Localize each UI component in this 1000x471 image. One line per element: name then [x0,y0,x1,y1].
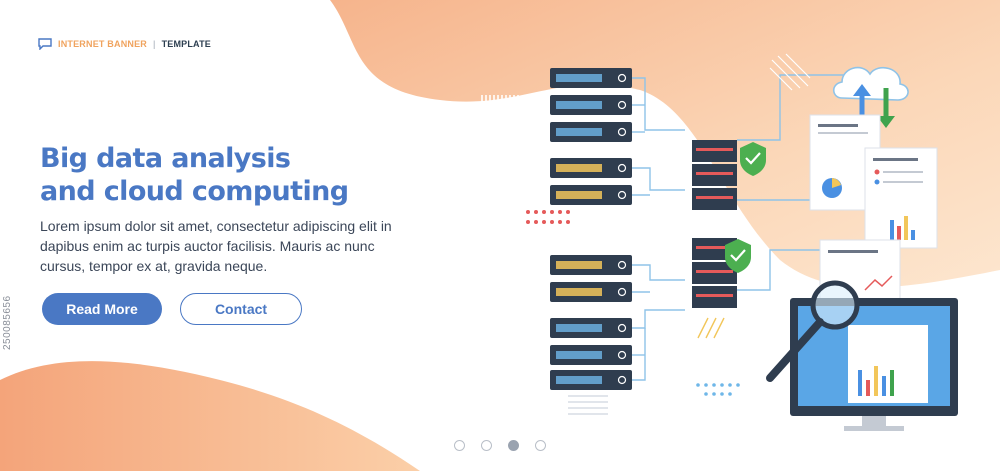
rack-unit [550,255,632,275]
rack-unit [550,95,632,115]
pagination-dot[interactable] [454,440,465,451]
brand-label-secondary: TEMPLATE [161,39,211,49]
rack-unit [550,370,632,390]
hero-description: Lorem ipsum dolor sit amet, consectetur … [40,218,392,274]
rack-unit [550,345,632,365]
rack-unit [550,282,632,302]
bottom-blob [0,361,420,471]
decorative-dots-blue [696,383,740,396]
database-server-icon [692,140,737,308]
read-more-button[interactable]: Read More [42,293,162,325]
pagination-dot-active[interactable] [508,440,519,451]
server-rack-icon [550,68,632,390]
title-line-2: and cloud computing [40,176,349,207]
pagination-dot[interactable] [481,440,492,451]
pagination [454,440,546,451]
stock-id-watermark: 250085656 [2,295,13,350]
title-line-1: Big data analysis [40,143,291,174]
decorative-dots [526,210,570,224]
data-center-illustration [481,53,958,431]
decorative-lines [481,95,519,102]
brand-separator: | [153,39,156,49]
rack-unit [550,158,632,178]
decorative-lines-bottom [568,395,608,415]
connector-lines [632,74,850,381]
top-blob [330,0,1000,288]
rack-unit [550,68,632,88]
brand-label-primary: INTERNET BANNER [58,39,148,49]
contact-button[interactable]: Contact [180,293,302,325]
rack-unit [550,122,632,142]
brand-tag: INTERNET BANNER | TEMPLATE [38,38,211,50]
decorative-stripes [769,53,811,91]
decorative-spark-lines [697,317,725,339]
rack-unit [550,185,632,205]
rack-unit [550,318,632,338]
cloud-sync-icon [832,66,909,128]
chat-bubble-icon [38,38,52,50]
shield-check-icon [725,142,766,273]
page-title: Big data analysis and cloud computing [40,142,400,208]
magnifier-icon [766,280,860,382]
pagination-dot[interactable] [535,440,546,451]
